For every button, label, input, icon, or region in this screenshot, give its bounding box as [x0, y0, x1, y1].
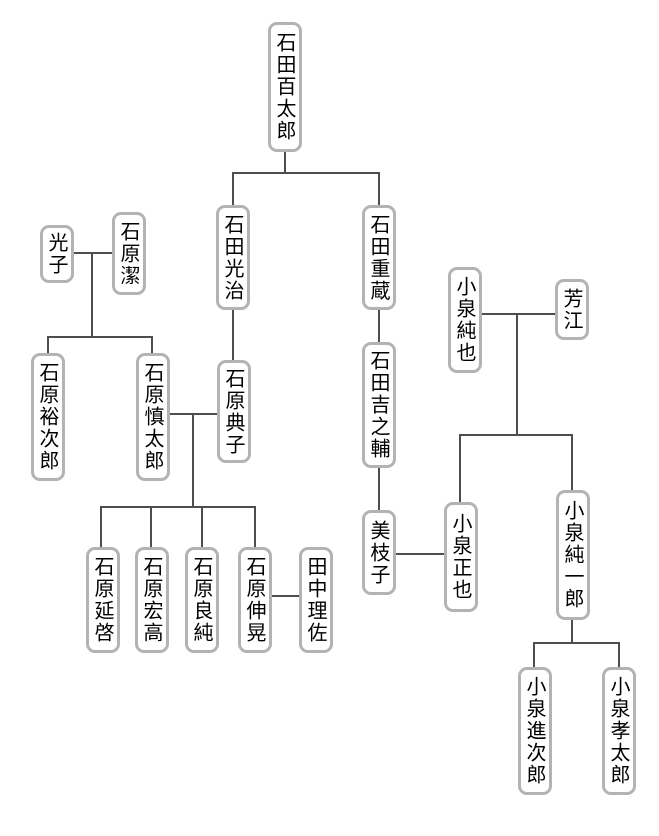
connector-line: [533, 642, 535, 668]
connector-line: [393, 553, 445, 555]
connector-line: [192, 413, 194, 507]
person-node-ishihara-hirotaka: 石原宏高: [135, 547, 169, 653]
person-node-ishihara-yujiro: 石原裕次郎: [31, 353, 65, 481]
person-node-ishihara-shintaro: 石原慎太郎: [136, 353, 170, 481]
connector-line: [284, 152, 286, 173]
person-node-ishida-kichinosuke: 石田吉之輔: [362, 342, 396, 468]
connector-line: [618, 642, 620, 668]
person-name: 石原伸晃: [243, 556, 267, 644]
person-name: 石田重蔵: [367, 213, 391, 302]
person-name: 石田百太郎: [273, 32, 297, 142]
person-name: 石原延啓: [91, 556, 115, 644]
person-name: 小泉正也: [449, 513, 473, 601]
person-node-yoshie: 芳江: [555, 279, 589, 340]
person-name: 石田吉之輔: [367, 350, 391, 460]
connector-line: [232, 310, 234, 361]
connector-line: [73, 252, 113, 254]
person-node-koizumi-junya: 小泉純也: [448, 267, 482, 373]
connector-line: [571, 620, 573, 644]
connector-line: [100, 506, 102, 548]
person-node-mieko: 美枝子: [362, 510, 396, 595]
person-name: 石原裕次郎: [36, 362, 60, 472]
connector-line: [47, 336, 49, 354]
connector-line: [150, 506, 152, 548]
connector-line: [533, 642, 620, 644]
person-node-ishihara-kiyoshi: 石原潔: [112, 212, 146, 295]
person-node-ishihara-nobuteru: 石原伸晃: [238, 547, 272, 653]
person-node-tanaka-risa: 田中理佐: [299, 547, 333, 653]
person-node-koizumi-junichiro: 小泉純一郎: [556, 490, 590, 620]
connector-line: [201, 506, 203, 548]
connector-line: [151, 336, 153, 354]
person-name: 小泉純也: [453, 276, 477, 364]
person-name: 小泉進次郎: [523, 676, 547, 786]
connector-line: [232, 172, 380, 174]
person-name: 石原慎太郎: [141, 362, 165, 472]
person-node-ishihara-nobuhiro: 石原延啓: [86, 547, 120, 653]
person-name: 美枝子: [367, 519, 391, 586]
person-node-ishida-koji: 石田光治: [216, 205, 250, 310]
connector-line: [378, 468, 380, 511]
person-name: 小泉純一郎: [561, 500, 585, 610]
person-node-ishihara-noriko: 石原典子: [217, 360, 251, 463]
connector-line: [254, 506, 256, 548]
person-name: 石原潔: [117, 220, 141, 287]
person-name: 小泉孝太郎: [607, 676, 631, 786]
connector-line: [516, 313, 518, 436]
connector-line: [571, 434, 573, 491]
person-name: 光子: [45, 232, 69, 276]
person-node-koizumi-masaya: 小泉正也: [444, 502, 478, 612]
person-name: 芳江: [560, 287, 584, 332]
connector-line: [459, 434, 461, 503]
connector-line: [100, 506, 256, 508]
person-name: 田中理佐: [304, 556, 328, 644]
person-name: 石原典子: [222, 367, 246, 456]
person-node-ishihara-yoshizumi: 石原良純: [185, 547, 219, 653]
person-node-ishida-hyakutaro: 石田百太郎: [268, 22, 302, 152]
connector-line: [378, 172, 380, 206]
person-node-ishida-juzo: 石田重蔵: [362, 205, 396, 310]
connector-line: [378, 310, 380, 343]
connector-line: [91, 252, 93, 338]
person-name: 石原良純: [190, 556, 214, 644]
connector-line: [270, 595, 300, 597]
person-node-koizumi-shinjiro: 小泉進次郎: [518, 667, 552, 795]
person-node-koizumi-kotaro: 小泉孝太郎: [602, 667, 636, 795]
connector-line: [232, 172, 234, 206]
connector-line: [482, 313, 556, 315]
person-node-mitsuko: 光子: [40, 225, 74, 283]
connector-line: [459, 434, 573, 436]
person-name: 石原宏高: [140, 556, 164, 644]
connector-line: [47, 336, 153, 338]
person-name: 石田光治: [221, 213, 245, 302]
